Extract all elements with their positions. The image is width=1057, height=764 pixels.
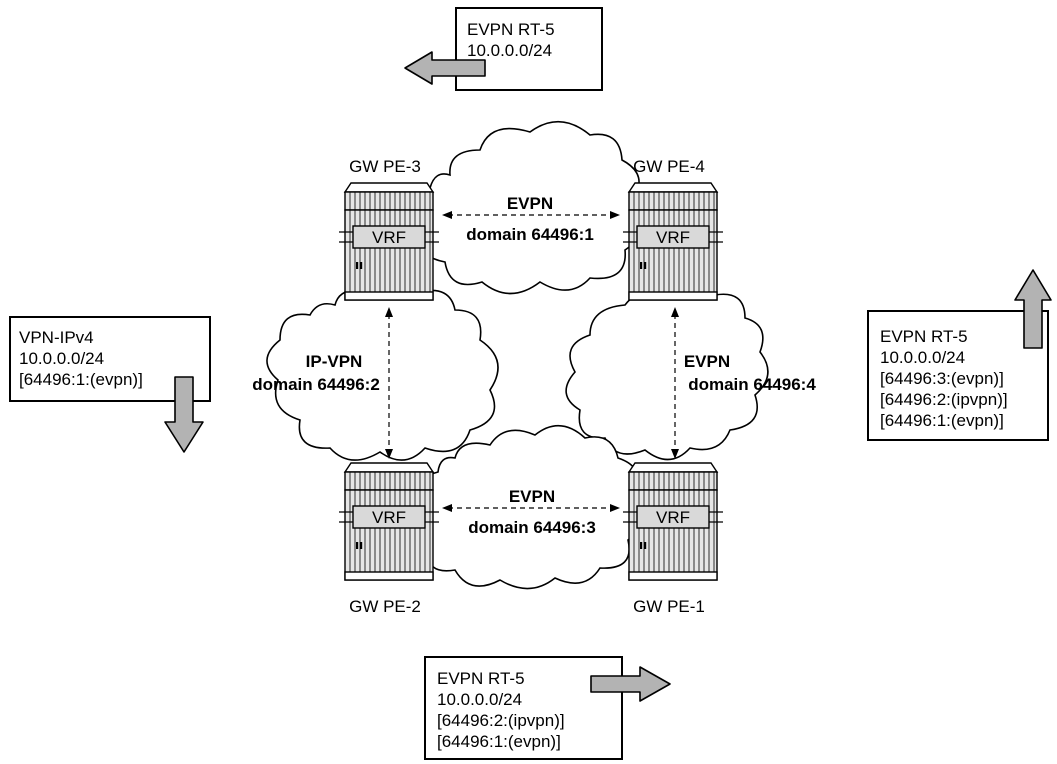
svg-text:VPN-IPv4: VPN-IPv4 <box>19 328 94 347</box>
svg-text:[64496:1:(evpn)]: [64496:1:(evpn)] <box>880 411 1004 430</box>
route-box-bottom: EVPN RT-5 10.0.0.0/24 [64496:2:(ipvpn)] … <box>424 656 623 760</box>
svg-text:[64496:1:(evpn)]: [64496:1:(evpn)] <box>437 732 561 751</box>
svg-text:domain 64496:4: domain 64496:4 <box>688 375 816 394</box>
arrow-right-icon <box>590 666 671 702</box>
svg-text:EVPN RT-5: EVPN RT-5 <box>467 20 555 39</box>
vrf-label: VRF <box>372 508 406 527</box>
router-label-pe-2: GW PE-2 <box>349 597 421 616</box>
router-gw-pe-1: VRF <box>622 462 724 581</box>
svg-text:EVPN RT-5: EVPN RT-5 <box>880 327 968 346</box>
link-pe2-pe1 <box>442 504 620 512</box>
svg-text:EVPN RT-5: EVPN RT-5 <box>437 669 525 688</box>
domain-label-bottom: EVPN domain 64496:3 <box>468 487 596 537</box>
router-gw-pe-3: VRF <box>338 182 440 301</box>
svg-text:domain 64496:3: domain 64496:3 <box>468 518 596 537</box>
router-label-pe-3: GW PE-3 <box>349 157 421 176</box>
svg-text:EVPN: EVPN <box>509 487 555 506</box>
router-label-pe-1: GW PE-1 <box>633 597 705 616</box>
svg-text:10.0.0.0/24: 10.0.0.0/24 <box>437 690 522 709</box>
router-gw-pe-2: VRF <box>338 462 440 581</box>
svg-text:10.0.0.0/24: 10.0.0.0/24 <box>19 349 104 368</box>
vrf-label: VRF <box>372 228 406 247</box>
domain-label-top: EVPN domain 64496:1 <box>466 194 594 244</box>
svg-text:[64496:2:(ipvpn)]: [64496:2:(ipvpn)] <box>437 711 565 730</box>
svg-text:[64496:2:(ipvpn)]: [64496:2:(ipvpn)] <box>880 390 1008 409</box>
svg-text:10.0.0.0/24: 10.0.0.0/24 <box>880 348 965 367</box>
svg-text:EVPN: EVPN <box>507 194 553 213</box>
domain-label-right: EVPN domain 64496:4 <box>684 352 816 394</box>
cloud-left <box>266 280 499 461</box>
arrow-up-icon <box>1014 269 1052 349</box>
svg-text:10.0.0.0/24: 10.0.0.0/24 <box>467 41 552 60</box>
arrow-left-icon <box>404 51 486 85</box>
svg-text:EVPN: EVPN <box>684 352 730 371</box>
svg-text:[64496:3:(evpn)]: [64496:3:(evpn)] <box>880 369 1004 388</box>
svg-text:IP-VPN: IP-VPN <box>306 352 363 371</box>
router-label-pe-4: GW PE-4 <box>633 157 705 176</box>
router-gw-pe-4: VRF <box>622 182 724 301</box>
link-pe4-pe1 <box>671 307 679 459</box>
route-box-right: EVPN RT-5 10.0.0.0/24 [64496:3:(evpn)] [… <box>867 310 1049 441</box>
domain-label-left: IP-VPN domain 64496:2 <box>252 352 380 394</box>
vrf-label: VRF <box>656 508 690 527</box>
link-pe3-pe2 <box>385 307 393 459</box>
svg-text:domain 64496:1: domain 64496:1 <box>466 225 594 244</box>
arrow-down-icon <box>164 376 204 453</box>
route-box-top: EVPN RT-5 10.0.0.0/24 <box>455 7 603 91</box>
vrf-label: VRF <box>656 228 690 247</box>
svg-text:[64496:1:(evpn)]: [64496:1:(evpn)] <box>19 370 143 389</box>
link-pe3-pe4 <box>442 211 620 219</box>
cloud-right <box>565 281 769 461</box>
svg-text:domain 64496:2: domain 64496:2 <box>252 375 380 394</box>
